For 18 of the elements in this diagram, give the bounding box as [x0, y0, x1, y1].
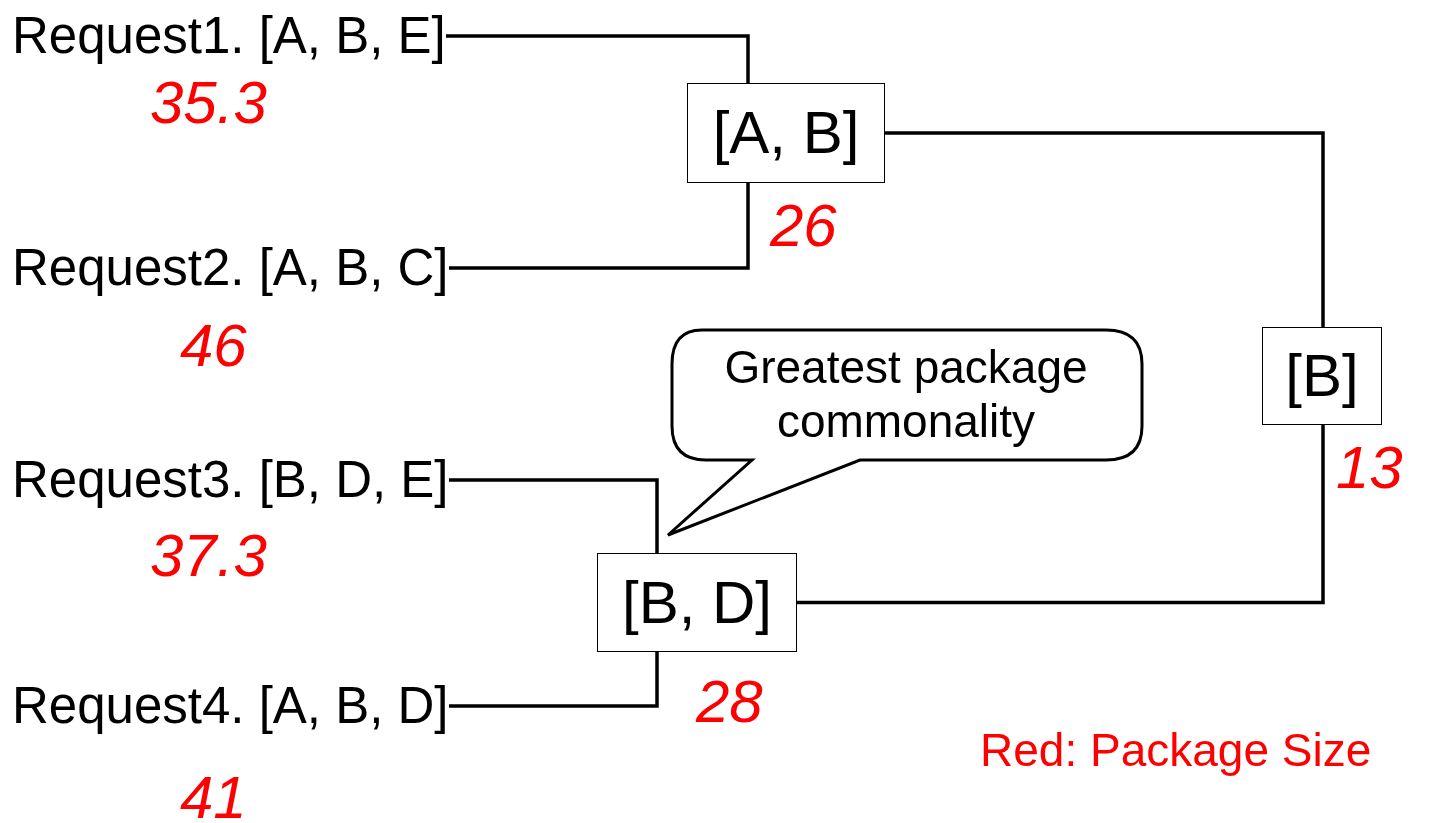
package-box: [A, B]: [687, 83, 885, 183]
package-size-value: 28: [696, 672, 763, 732]
connector-line: [449, 652, 659, 708]
connector-line: [449, 183, 750, 270]
package-size-value: 35.3: [150, 73, 267, 133]
connector-line: [449, 478, 659, 553]
callout-text: Greatest package commonality: [723, 340, 1089, 448]
legend-note: Red: Package Size: [980, 726, 1372, 774]
package-size-value: 46: [180, 316, 247, 376]
connector-line: [797, 425, 1325, 605]
connector-line: [446, 34, 750, 83]
package-size-value: 26: [770, 196, 837, 256]
package-size-value: 41: [180, 768, 247, 823]
package-box: [B]: [1262, 327, 1382, 425]
connector-line: [885, 131, 1325, 327]
package-box: [B, D]: [597, 553, 797, 652]
package-size-value: 13: [1336, 438, 1403, 498]
package-size-value: 37.3: [150, 526, 267, 586]
